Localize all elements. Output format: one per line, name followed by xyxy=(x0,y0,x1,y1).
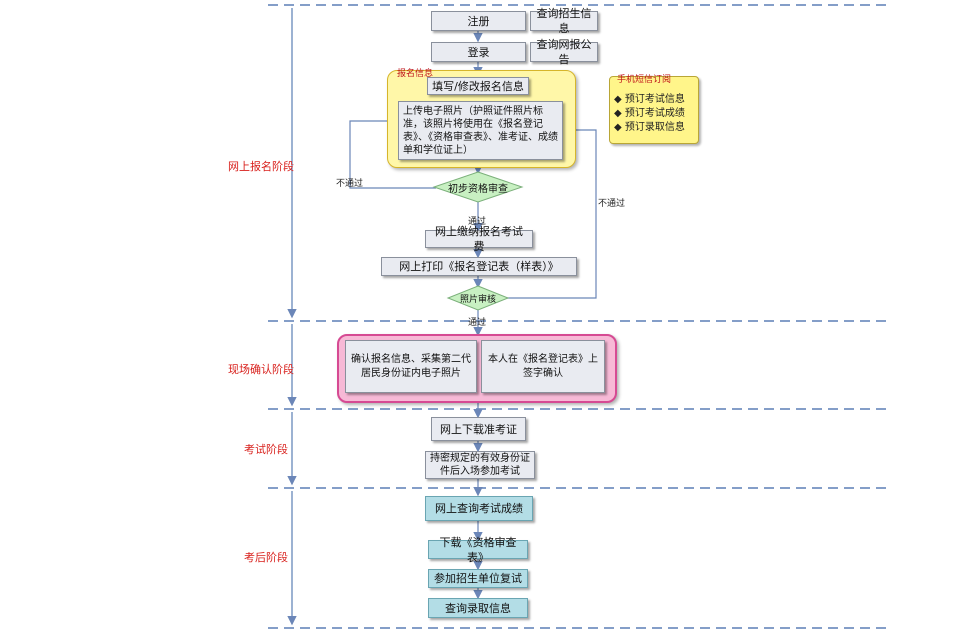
download-ticket-box: 网上下载准考证 xyxy=(431,417,526,441)
query-score-box: 网上查询考试成绩 xyxy=(425,496,533,521)
mobile-subscribe-note xyxy=(609,76,699,144)
pass-label-2: 通过 xyxy=(468,318,487,328)
fill-signup-info-box: 填写/修改报名信息 xyxy=(427,77,529,95)
pay-fee-box: 网上缴纳报名考试费 xyxy=(425,225,533,253)
photo-review-label: 照片审核 xyxy=(459,294,496,305)
upload-photo-box: 上传电子照片（护照证件照片标准，该照片将使用在《报名登记表》、《资格审查表》、准… xyxy=(398,101,563,160)
mobile-note-item: ◆ 预订考试信息 xyxy=(614,94,685,105)
mobile-note-item: ◆ 预订考试成绩 xyxy=(614,108,685,119)
query-admission-info-box: 查询招生信息 xyxy=(530,7,598,35)
query-announcement-box: 查询网报公告 xyxy=(530,38,598,66)
retest-box: 参加招生单位复试 xyxy=(428,569,528,588)
fail-right-label: 不通过 xyxy=(598,199,626,209)
stage-label-online-signup: 网上报名阶段 xyxy=(228,160,294,173)
mobile-note-title: 手机短信订阅 xyxy=(617,75,672,85)
stage-label-onsite-confirm: 现场确认阶段 xyxy=(228,363,294,376)
enter-exam-box: 持密规定的有效身份证件后入场参加考试 xyxy=(425,451,535,479)
stage-label-post-exam: 考后阶段 xyxy=(244,551,288,564)
stage-label-exam: 考试阶段 xyxy=(244,443,288,456)
diamond-initial-review xyxy=(432,171,524,203)
register-box: 注册 xyxy=(431,11,526,31)
pass-label-1: 通过 xyxy=(468,217,487,227)
confirm-info-box: 确认报名信息、采集第二代居民身份证内电子照片 xyxy=(345,340,477,393)
mobile-note-item: ◆ 预订录取信息 xyxy=(614,122,685,133)
initial-review-label: 初步资格审查 xyxy=(448,183,508,195)
print-form-box: 网上打印《报名登记表（样表）》 xyxy=(381,257,577,276)
login-box: 登录 xyxy=(431,42,526,62)
arrow-fail-left xyxy=(349,116,436,189)
diamond-photo-review xyxy=(446,285,510,311)
signup-group-title: 报名信息 xyxy=(397,69,434,79)
query-admission-box: 查询录取信息 xyxy=(428,598,528,618)
sign-confirm-box: 本人在《报名登记表》上签字确认 xyxy=(481,340,605,393)
fail-left-label: 不通过 xyxy=(336,179,364,189)
download-review-form-box: 下载《资格审查表》 xyxy=(428,536,528,564)
arrow-fail-right xyxy=(507,125,597,299)
